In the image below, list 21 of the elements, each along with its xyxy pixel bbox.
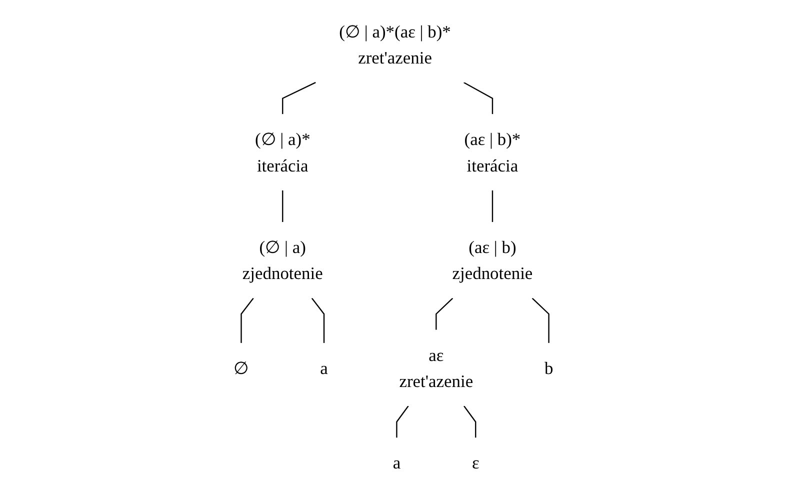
connector [492, 190, 494, 222]
connector [282, 82, 316, 114]
connector [396, 406, 409, 438]
connector [532, 298, 550, 343]
node-text: (aε | b)* iterácia [464, 129, 521, 176]
connector [240, 298, 254, 343]
node-text: (∅ | a) zjednotenie [242, 237, 323, 284]
node-text: (∅ | a)* iterácia [255, 129, 310, 176]
connector [436, 298, 454, 330]
node-text: (∅ | a)*(aε | b)* zret'azenie [339, 21, 451, 68]
connector [282, 190, 284, 222]
node-text: aε zret'azenie [399, 344, 474, 391]
node-text: ε [472, 452, 480, 473]
node-text: a [320, 358, 328, 378]
connector [464, 82, 494, 114]
connector [464, 406, 476, 438]
node-text: a [392, 452, 401, 473]
node-text: b [544, 358, 554, 378]
node-text: (aε | b) zjednotenie [452, 237, 533, 284]
connector [311, 298, 325, 343]
node-text: ∅ [234, 358, 249, 378]
